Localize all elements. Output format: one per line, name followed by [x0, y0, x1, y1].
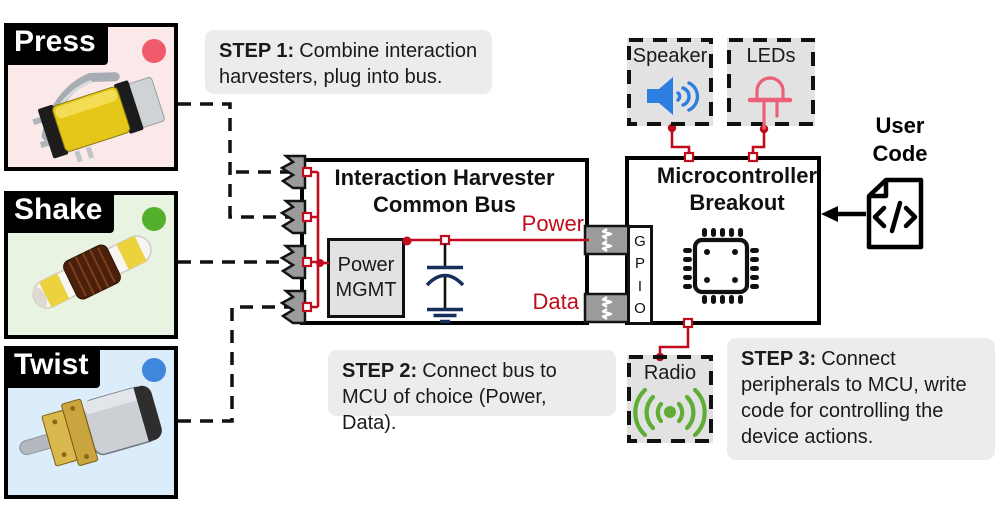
arrow-left-icon: [821, 206, 866, 222]
power-rail-label: Power: [521, 211, 584, 236]
bus-title-line1: Interaction Harvester: [334, 165, 555, 190]
step3-text: Connect peripherals to MCU, write code f…: [741, 348, 967, 448]
gpio-strip: G P I O: [627, 225, 653, 325]
harvester-dashed-wires: [178, 102, 298, 423]
mcu-title-line2: Breakout: [689, 190, 785, 215]
gpio-letter-i: I: [637, 277, 643, 295]
step3-prefix: STEP 3:: [741, 348, 817, 370]
step1-prefix: STEP 1:: [219, 40, 295, 62]
twist-card-label: Twist: [4, 346, 101, 388]
power-mgmt-box: Power MGMT: [327, 238, 405, 318]
power-mgmt-label-line1: Power: [337, 254, 395, 276]
power-mgmt-label-line2: MGMT: [335, 279, 397, 301]
user-code-line1: User: [875, 113, 925, 138]
bus-title-line2: Common Bus: [373, 192, 516, 217]
step1-note: STEP 1:Combine interaction harvesters, p…: [205, 30, 492, 94]
shake-card-label: Shake: [4, 191, 115, 233]
leds-to-mcu-wire: [751, 131, 766, 152]
press-card-label: Press: [4, 23, 108, 65]
mcu-title: Microcontroller Breakout: [653, 162, 821, 216]
user-code-line2: Code: [872, 141, 928, 166]
mcu-title-line1: Microcontroller: [656, 163, 818, 188]
data-connector-block: [583, 292, 631, 324]
press-wire: [178, 102, 298, 219]
bus-title: Interaction Harvester Common Bus: [300, 164, 589, 218]
step2-text: Connect bus to MCU of choice (Power, Dat…: [342, 360, 557, 434]
step2-note: STEP 2:Connect bus to MCU of choice (Pow…: [328, 350, 616, 434]
user-code-label: User Code: [845, 112, 955, 168]
bus-to-mcu-connectors: [583, 224, 631, 324]
speaker-label: Speaker: [632, 45, 708, 67]
power-connector-block: [583, 224, 631, 256]
step3-note: STEP 3:Connect peripherals to MCU, write…: [727, 338, 995, 460]
leds-label: LEDs: [746, 45, 796, 67]
gpio-letter-o: O: [634, 299, 646, 317]
twist-wire: [178, 305, 298, 423]
radio-label: Radio: [643, 362, 697, 384]
step1-text: Combine interaction harvesters, plug int…: [219, 40, 478, 88]
data-rail-label: Data: [532, 289, 579, 314]
step2-prefix: STEP 2:: [342, 360, 418, 382]
gpio-letter-g: G: [634, 233, 646, 251]
speaker-to-mcu-wire: [670, 129, 691, 152]
code-file-icon: [866, 177, 924, 250]
gpio-letter-p: P: [634, 255, 645, 273]
squiggle-glyphs: [601, 227, 613, 321]
mcu-to-radio-wire: [658, 328, 690, 354]
